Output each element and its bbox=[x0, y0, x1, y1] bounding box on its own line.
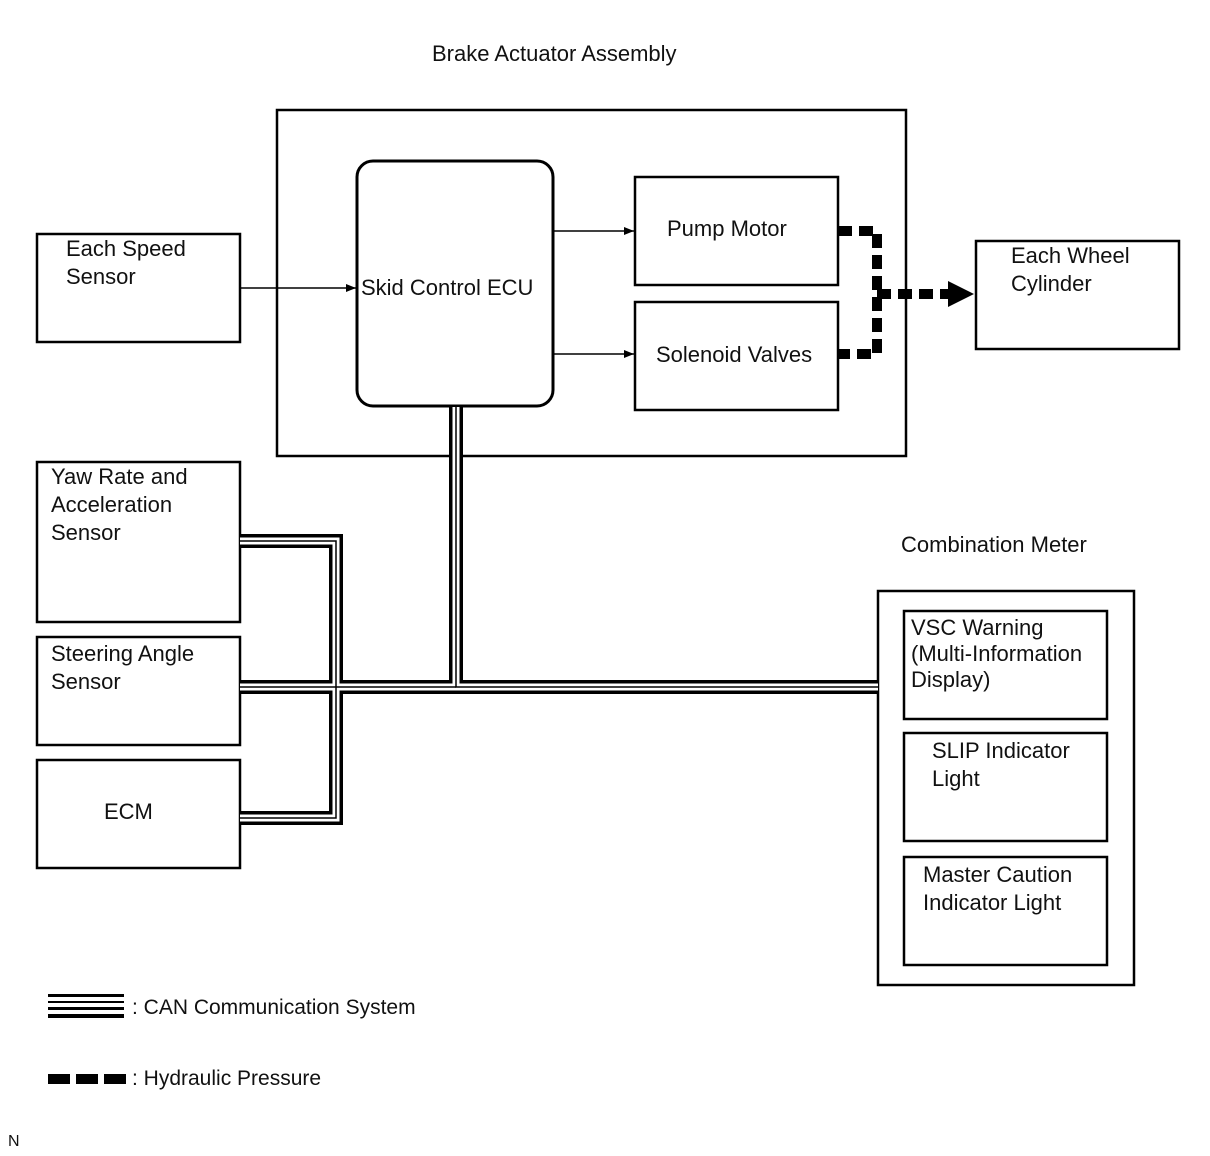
ecm-box bbox=[35, 758, 242, 870]
legend-hydraulic-symbol bbox=[48, 1074, 126, 1084]
combination-meter-title: Combination Meter bbox=[901, 532, 1087, 557]
vsc-warning-label: VSC Warning (Multi-Information Display) bbox=[911, 615, 1083, 692]
solenoid-valves-label: Solenoid Valves bbox=[656, 342, 813, 367]
speed-sensor-label: Each Speed Sensor bbox=[66, 236, 186, 289]
master-caution-label: Master Caution Indicator Light bbox=[923, 862, 1073, 915]
brake-actuator-box bbox=[275, 108, 908, 458]
hydraulic-lines bbox=[838, 226, 950, 359]
master-caution-box bbox=[902, 855, 1109, 967]
legend-hydraulic-label: : Hydraulic Pressure bbox=[132, 1067, 322, 1090]
slip-indicator-box bbox=[902, 731, 1109, 843]
pump-motor-label: Pump Motor bbox=[667, 216, 787, 241]
yaw-rate-sensor-label: Yaw Rate and Acceleration Sensor bbox=[51, 464, 188, 545]
ecm-label: ECM bbox=[104, 799, 153, 824]
combination-meter-box bbox=[876, 589, 1136, 987]
yaw-rate-sensor-box bbox=[35, 460, 242, 624]
wheel-cylinder-box bbox=[974, 239, 1181, 351]
brake-actuator-title: Brake Actuator Assembly bbox=[432, 41, 677, 66]
slip-indicator-label: SLIP Indicator Light bbox=[932, 738, 1070, 791]
steering-sensor-box bbox=[35, 635, 242, 747]
hydraulic-arrowhead bbox=[948, 281, 974, 307]
can-bus bbox=[240, 407, 878, 825]
vsc-warning-box bbox=[902, 609, 1109, 721]
corner-code: N bbox=[8, 1133, 20, 1150]
legend-can-label: : CAN Communication System bbox=[132, 996, 416, 1019]
pump-motor-box bbox=[633, 175, 840, 287]
skid-ecu-box bbox=[355, 159, 555, 408]
wheel-cylinder-label: Each Wheel Cylinder bbox=[1011, 243, 1130, 296]
steering-sensor-label: Steering Angle Sensor bbox=[51, 641, 195, 694]
legend-can-symbol bbox=[48, 994, 124, 1018]
skid-ecu-label: Skid Control ECU bbox=[361, 275, 534, 300]
solenoid-valves-box bbox=[633, 300, 840, 412]
